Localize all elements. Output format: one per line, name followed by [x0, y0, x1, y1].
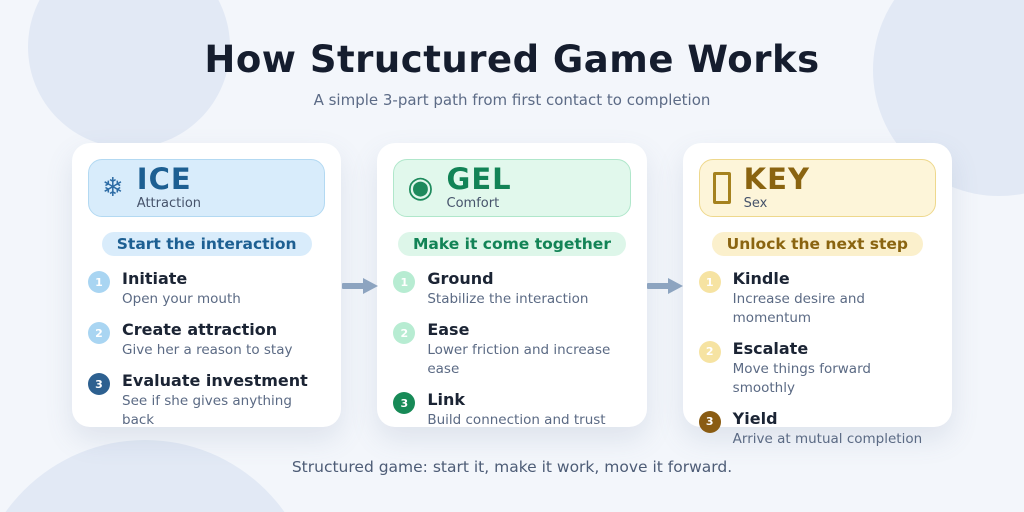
right-arrow-icon — [341, 277, 379, 295]
step-number-badge: 2 — [88, 322, 110, 345]
card-ice-tagline: Attraction — [136, 196, 202, 211]
missing-glyph-box-icon — [712, 172, 731, 204]
card-ice: ❄ ICE Attraction Start the interaction 1… — [72, 143, 342, 430]
card-ice-header: ❄ ICE Attraction — [88, 159, 326, 217]
card-ice-pill: Start the interaction — [101, 232, 312, 256]
card-gel-tagline: Comfort — [446, 196, 500, 211]
step-description: Move things forward smoothly — [732, 361, 871, 397]
background-circle — [0, 440, 316, 512]
step-title: Initiate — [122, 269, 188, 288]
step-number-badge: 1 — [698, 271, 721, 293]
step-create-attraction: 2 Create attraction Give her a reason to… — [88, 320, 325, 360]
fisheye-dot-icon: ◉ — [407, 170, 434, 205]
step-title: Escalate — [732, 338, 809, 358]
card-key-title: KEY — [743, 162, 810, 196]
step-escalate: 2 Escalate Move things forward smoothly — [698, 338, 936, 398]
step-description: Open your mouth — [122, 291, 241, 308]
header: How Structured Game Works A simple 3-par… — [0, 38, 1024, 109]
step-description: Build connection and trust — [427, 412, 606, 429]
footer-tagline: Structured game: start it, make it work,… — [291, 458, 733, 476]
step-description: Lower friction and increase ease — [427, 342, 611, 378]
step-title: Kindle — [732, 269, 790, 288]
step-number-badge: 2 — [393, 322, 416, 345]
card-gel-pill: Make it come together — [398, 232, 626, 256]
step-ground: 1 Ground Stabilize the interaction — [393, 269, 630, 309]
step-title: Evaluate investment — [122, 371, 308, 391]
step-title: Ease — [427, 320, 470, 340]
card-gel: ◉ GEL Comfort Make it come together 1 Gr… — [377, 143, 647, 430]
step-description: Arrive at mutual completion — [732, 431, 923, 448]
card-gel-header: ◉ GEL Comfort — [393, 159, 631, 217]
step-description: Stabilize the interaction — [427, 291, 589, 308]
card-key-pill: Unlock the next step — [711, 232, 924, 256]
step-number-badge: 3 — [88, 373, 110, 396]
step-link: 3 Link Build connection and trust — [393, 390, 630, 430]
right-arrow-icon — [646, 277, 684, 295]
card-key-header: KEY Sex — [698, 159, 936, 217]
step-title: Ground — [427, 269, 494, 288]
card-key-tagline: Sex — [743, 196, 768, 211]
card-ice-title: ICE — [136, 162, 192, 196]
step-description: See if she gives anything back — [122, 393, 292, 429]
step-yield: 3 Yield Arrive at mutual completion — [698, 408, 936, 449]
step-number-badge: 2 — [698, 340, 721, 363]
card-gel-title: GEL — [446, 162, 512, 196]
step-description: Increase desire and momentum — [732, 291, 865, 327]
step-ease: 2 Ease Lower friction and increase ease — [393, 320, 630, 379]
step-number-badge: 1 — [393, 271, 416, 293]
step-title: Yield — [732, 408, 778, 428]
step-kindle: 1 Kindle Increase desire and momentum — [698, 269, 936, 328]
step-initiate: 1 Initiate Open your mouth — [88, 269, 325, 309]
step-number-badge: 1 — [88, 271, 110, 293]
step-description: Give her a reason to stay — [122, 342, 293, 359]
page-title: How Structured Game Works — [204, 38, 820, 81]
step-number-badge: 3 — [698, 410, 721, 433]
page-subtitle: A simple 3-part path from first contact … — [313, 91, 711, 109]
step-title: Create attraction — [122, 320, 278, 340]
step-title: Link — [427, 390, 466, 410]
card-key: KEY Sex Unlock the next step 1 Kindle In… — [682, 143, 952, 447]
step-evaluate-investment: 3 Evaluate investment See if she gives a… — [88, 371, 325, 430]
step-number-badge: 3 — [393, 392, 416, 415]
snowflake-icon: ❄ — [102, 173, 124, 203]
cards-row: ❄ ICE Attraction Start the interaction 1… — [72, 143, 952, 447]
